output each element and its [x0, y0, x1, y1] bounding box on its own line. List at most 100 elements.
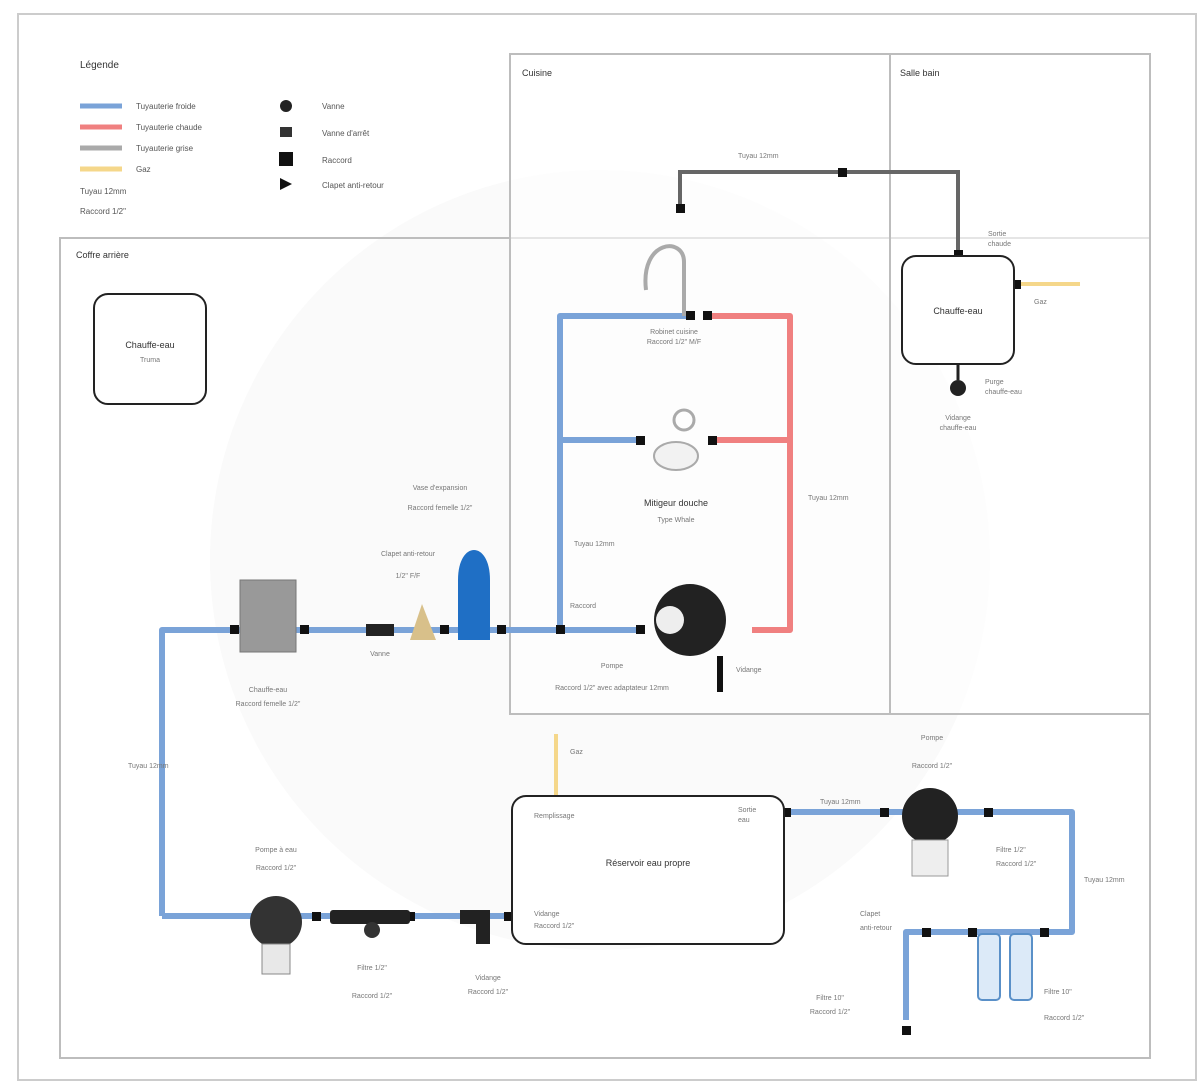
- check-valve-icon: [280, 178, 292, 190]
- valve-left-l2: 1/2" F/F: [396, 573, 421, 580]
- filters-pair-l2: Raccord 1/2": [1044, 1015, 1085, 1022]
- legend: Légende Tuyauterie froide Tuyauterie cha…: [80, 60, 384, 216]
- valve-left-l1: Clapet anti-retour: [381, 551, 436, 558]
- filter-top-l2: Raccord 1/2": [256, 865, 297, 872]
- pipe-label-top: Tuyau 12mm: [738, 153, 779, 160]
- fitting-icon: [279, 152, 293, 166]
- heater-box-title: Chauffe-eau: [125, 340, 174, 350]
- shower-mixer-icon: [653, 441, 699, 471]
- pipe-label-cold: Tuyau 12mm: [574, 541, 615, 548]
- filter-right-l1: Filtre 1/2": [996, 847, 1026, 854]
- drain-bottom-l1: Vidange: [475, 975, 501, 982]
- zone-kitchen-frame: [509, 53, 1151, 715]
- shower-mixer-l1: Mitigeur douche: [644, 498, 708, 508]
- filter-bowl-left-icon: [261, 943, 291, 975]
- boiler-top-l2: chaude: [988, 241, 1011, 248]
- gas-pipes: [554, 282, 1080, 796]
- accumulator-l1: Vase d'expansion: [413, 485, 468, 492]
- shutoff-valve-icon: [366, 624, 394, 636]
- legend-label-fitting: Raccord 1/2": [80, 207, 126, 216]
- brass-check-valve-icon: [410, 604, 436, 640]
- fresh-water-tank: [511, 795, 785, 945]
- hot-pipes: [705, 313, 793, 633]
- boiler-vent-l1: Purge: [985, 379, 1004, 386]
- valve-icon: [280, 100, 292, 112]
- pipe-label-right: Tuyau 12mm: [1084, 877, 1125, 884]
- legend-symbol-stop: Vanne d'arrêt: [322, 129, 370, 138]
- bottom-left-l1: Filtre 10": [816, 995, 844, 1002]
- fittings: [230, 168, 1049, 1035]
- boiler-drain-l2: chauffe-eau: [940, 425, 977, 432]
- legend-symbol-check: Clapet anti-retour: [322, 181, 384, 190]
- tank-drain-l1: Vidange: [534, 911, 560, 918]
- pump-center-label: Raccord: [570, 603, 596, 610]
- legend-label-gas: Gaz: [136, 165, 151, 174]
- shower-mixer-l2: Type Whale: [658, 517, 695, 524]
- pump-gauge-icon: [656, 606, 684, 634]
- inline-filter-icon: [330, 910, 410, 924]
- legend-label-hot: Tuyauterie chaude: [136, 123, 203, 132]
- filter-housing-left-icon: [250, 896, 302, 948]
- bottom-left-l2: Raccord 1/2": [810, 1009, 851, 1016]
- pump-bottom-l1: Pompe: [921, 735, 943, 742]
- legend-label-pipe: Tuyau 12mm: [80, 187, 127, 196]
- legend-title: Légende: [80, 60, 119, 71]
- heater-left-l1: Chauffe-eau: [249, 687, 288, 694]
- boiler-vent-l2: chauffe-eau: [985, 389, 1022, 396]
- filter-cartridge-1-icon: [977, 933, 1001, 1001]
- tank-out-l2: eau: [738, 817, 750, 824]
- filter-left-l2: Raccord 1/2": [352, 993, 393, 1000]
- expansion-vessel-icon: [458, 550, 490, 640]
- legend-label-cold: Tuyauterie froide: [136, 102, 196, 111]
- pump-l1: Pompe: [601, 663, 623, 670]
- shower-head-icon: [672, 408, 696, 432]
- pipe-label-hot: Tuyau 12mm: [808, 495, 849, 502]
- heater-left-l2: Raccord femelle 1/2": [236, 701, 301, 708]
- zone-bathroom-label: Salle bain: [900, 68, 940, 78]
- zone-kitchen-label: Cuisine: [522, 68, 552, 78]
- water-heater-icon: [239, 579, 297, 653]
- kitchen-faucet-icon: [643, 244, 686, 316]
- pump-icon: [654, 584, 726, 656]
- tank-drain-l2: Raccord 1/2": [534, 923, 575, 930]
- tank-fill-label: Remplissage: [534, 813, 575, 820]
- zone-cellar-label: Coffre arrière: [76, 250, 129, 260]
- stop-valve-icon: [280, 127, 292, 137]
- boiler-box-title: Chauffe-eau: [933, 306, 982, 316]
- filter-top-l1: Pompe à eau: [255, 847, 297, 854]
- filter-left-l1: Filtre 1/2": [357, 965, 387, 972]
- boiler-top-l1: Sortie: [988, 231, 1006, 238]
- drain-bottom-l2: Raccord 1/2": [468, 989, 509, 996]
- pump-bottom-l2: Raccord 1/2": [912, 763, 953, 770]
- pump-right-body-icon: [911, 839, 949, 877]
- filters-pair-l1: Filtre 10": [1044, 989, 1072, 996]
- heater-box: [93, 293, 207, 405]
- boiler-drain-l1: Vidange: [945, 415, 971, 422]
- tank-title: Réservoir eau propre: [606, 858, 691, 868]
- accumulator-l2: Raccord femelle 1/2": [408, 505, 473, 512]
- pump-drain-label: Vidange: [736, 667, 762, 674]
- boiler-drain-valve-icon: [950, 380, 966, 396]
- grey-pipe: [678, 170, 960, 254]
- pump-right-icon: [902, 788, 958, 844]
- check-bottom-l2: anti-retour: [860, 925, 893, 932]
- tank-out-l1: Sortie: [738, 807, 756, 814]
- legend-label-grey: Tuyauterie grise: [136, 144, 194, 153]
- elbow-drop-icon: [476, 910, 490, 944]
- heater-box-sub: Truma: [140, 357, 160, 364]
- inline-filter-cap-icon: [364, 922, 380, 938]
- pump-l2: Raccord 1/2" avec adaptateur 12mm: [555, 685, 669, 692]
- legend-symbol-valve: Vanne: [322, 102, 345, 111]
- pipe-label-left: Tuyau 12mm: [128, 763, 169, 770]
- gas-right-label: Gaz: [1034, 299, 1047, 306]
- kitchen-faucet-l2: Raccord 1/2" M/F: [647, 339, 701, 346]
- outer-frame: [17, 13, 1197, 1081]
- legend-symbol-fitting: Raccord: [322, 156, 352, 165]
- gas-bottom-label: Gaz: [570, 749, 583, 756]
- filter-right-l2: Raccord 1/2": [996, 861, 1037, 868]
- kitchen-faucet-l1: Robinet cuisine: [650, 329, 698, 336]
- valve-left-label: Vanne: [370, 651, 390, 658]
- filter-cartridge-2-icon: [1009, 933, 1033, 1001]
